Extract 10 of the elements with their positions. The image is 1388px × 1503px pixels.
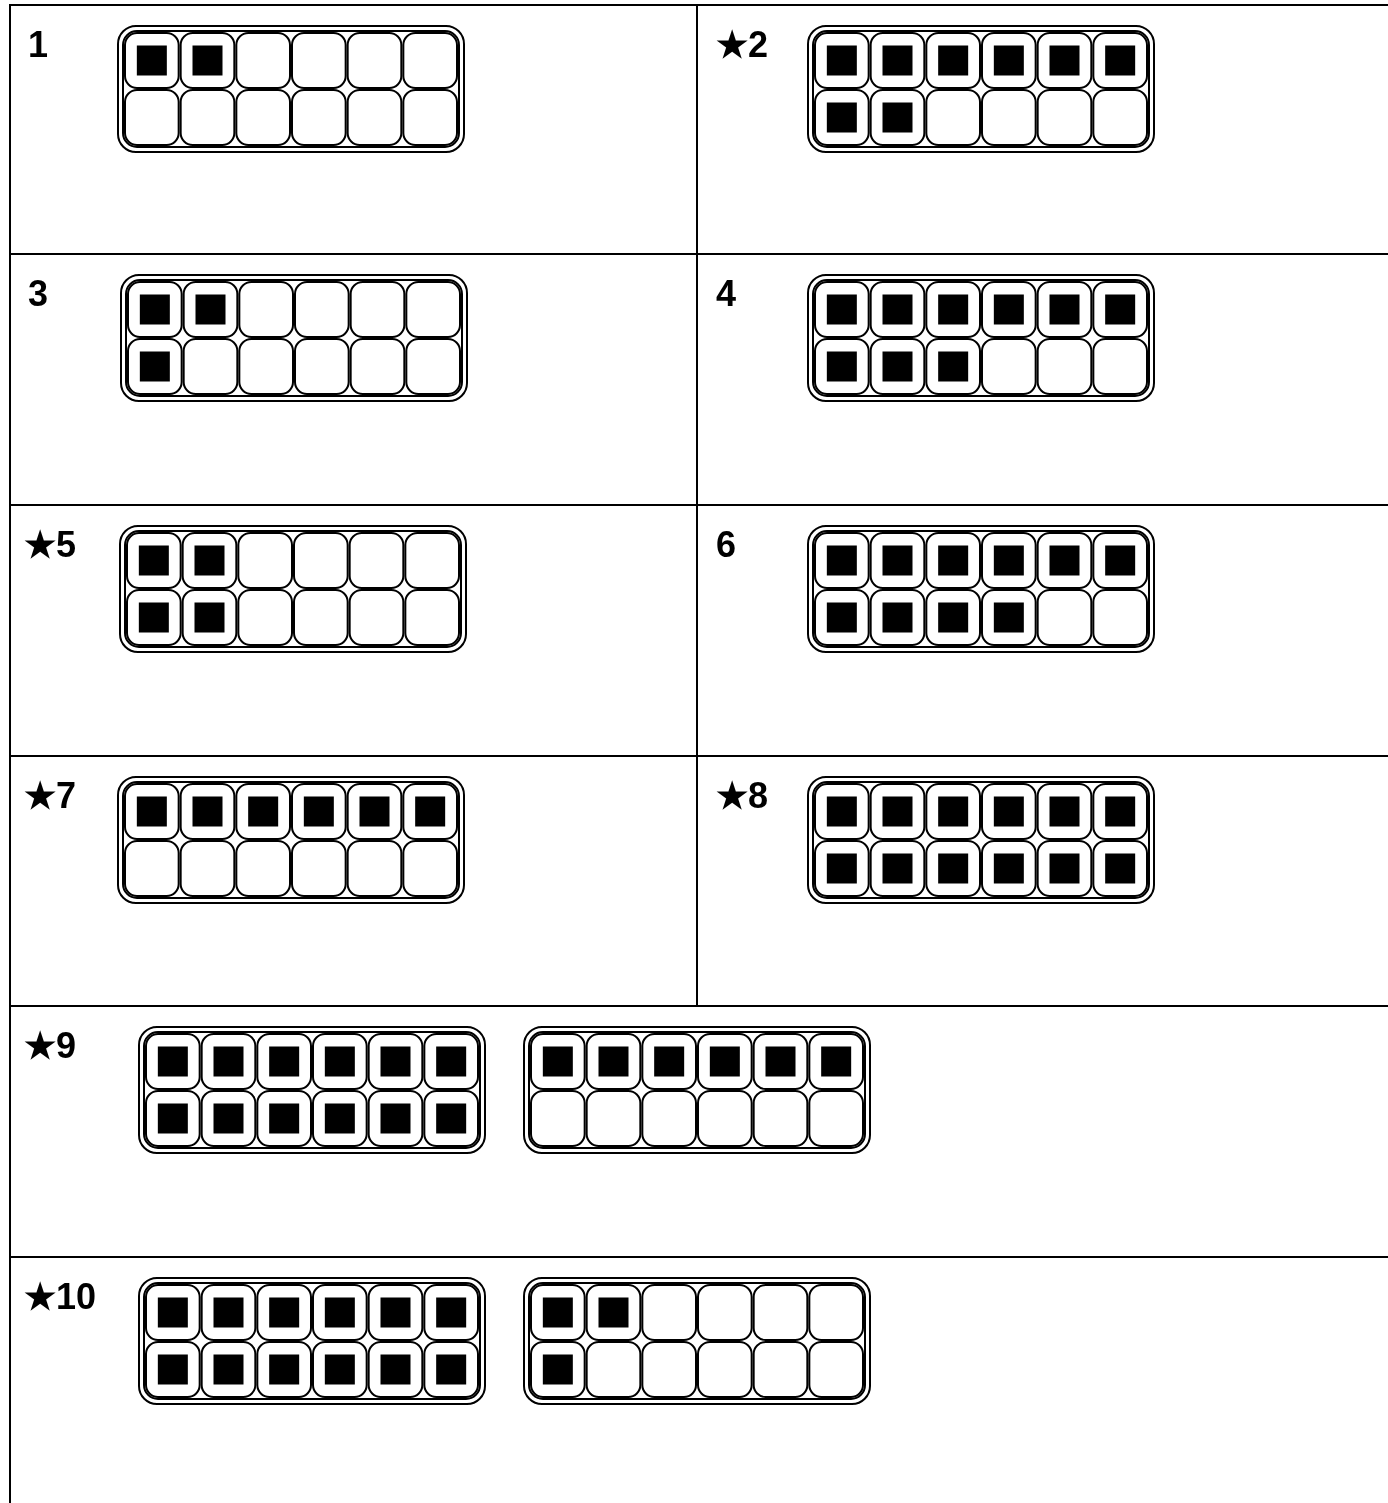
question-number: 1 <box>28 27 49 63</box>
question-number: ★9 <box>24 1028 77 1064</box>
question-number: ★8 <box>716 778 769 814</box>
question-number: ★7 <box>24 778 77 814</box>
question-number: 3 <box>28 276 49 312</box>
question-number: 6 <box>716 527 737 563</box>
question-number: ★2 <box>716 27 769 63</box>
question-number: ★5 <box>24 527 77 563</box>
question-number: 4 <box>716 276 737 312</box>
question-number: ★10 <box>24 1279 97 1315</box>
